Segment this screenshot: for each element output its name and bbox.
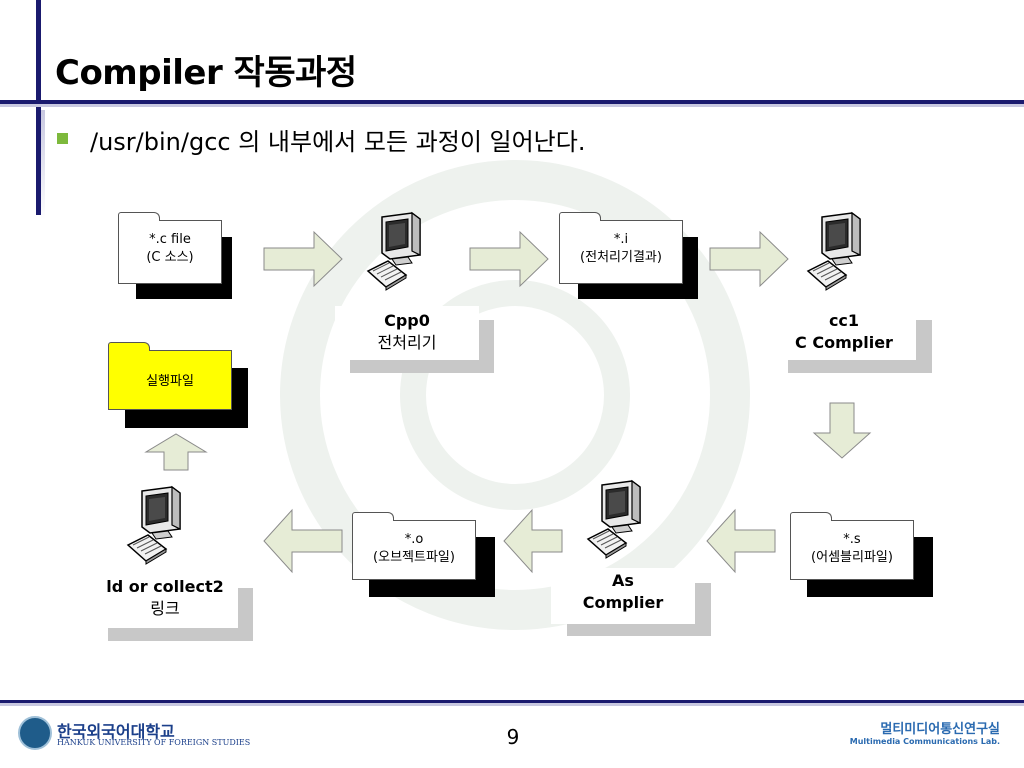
as-name: As xyxy=(612,571,634,590)
exe-file-label: 실행파일 xyxy=(146,374,194,389)
as-label: As Complier xyxy=(551,568,695,624)
o-file-sublabel: (오브젝트파일) xyxy=(373,550,455,565)
folder-tab xyxy=(790,512,832,521)
i-file-card: *.i (전처리기결과) xyxy=(559,212,683,284)
slide-title: Compiler 작동과정 xyxy=(55,53,357,93)
o-file-label: *.o xyxy=(404,532,424,547)
cpp0-name: Cpp0 xyxy=(384,311,430,330)
lab-name-en: Multimedia Communications Lab. xyxy=(849,737,1000,746)
arrow-right-2 xyxy=(469,230,549,288)
bullet-marker xyxy=(57,133,68,144)
cpp0-desc: 전처리기 xyxy=(377,333,437,352)
s-file-card: *.s (어셈블리파일) xyxy=(790,512,914,580)
s-file-sublabel: (어셈블리파일) xyxy=(811,550,893,565)
c-file-label: *.c file xyxy=(149,232,191,247)
computer-icon-cc1 xyxy=(807,212,861,291)
cpp0-label: Cpp0 전처리기 xyxy=(335,306,479,360)
header-divider xyxy=(0,100,1024,104)
ld-label: ld or collect2 링크 xyxy=(92,574,238,628)
cc1-name: cc1 xyxy=(828,311,860,330)
arrow-left-3 xyxy=(263,508,343,574)
footer-divider xyxy=(0,700,1024,703)
ld-desc: 링크 xyxy=(150,599,180,618)
lab-name-kr: 멀티미디어통신연구실 xyxy=(880,722,1000,737)
university-logo-icon xyxy=(18,716,52,750)
university-name-en: HANKUK UNIVERSITY OF FOREIGN STUDIES xyxy=(57,738,251,747)
folder-tab xyxy=(108,342,150,351)
ld-name: ld or collect2 xyxy=(106,577,224,596)
folder-tab xyxy=(352,512,394,521)
arrow-left-1 xyxy=(706,508,776,574)
arrow-left-2 xyxy=(503,508,563,574)
bullet-text: /usr/bin/gcc 의 내부에서 모든 과정이 일어난다. xyxy=(90,128,586,156)
arrow-down xyxy=(812,402,872,459)
university-name-kr: 한국외국어대학교 xyxy=(57,722,175,741)
o-file-card: *.o (오브젝트파일) xyxy=(352,512,476,580)
exe-file-card: 실행파일 xyxy=(108,342,232,410)
c-file-card: *.c file (C 소스) xyxy=(118,212,222,284)
arrow-right-1 xyxy=(263,230,343,288)
s-file-label: *.s xyxy=(843,532,861,547)
footer-divider-light xyxy=(0,703,1024,706)
folder-tab xyxy=(559,212,601,221)
arrow-right-3 xyxy=(709,230,789,288)
header-vertical-bar-fade xyxy=(41,110,45,220)
arrow-up xyxy=(144,433,208,471)
c-file-sublabel: (C 소스) xyxy=(146,250,194,265)
header-vertical-bar xyxy=(36,0,41,215)
header-divider-light xyxy=(0,104,1024,107)
i-file-sublabel: (전처리기결과) xyxy=(580,250,662,265)
cc1-label: cc1 C Complier xyxy=(772,306,916,360)
computer-icon-cpp0 xyxy=(367,212,421,291)
page-number: 9 xyxy=(506,725,520,749)
cc1-desc: C Complier xyxy=(795,333,893,352)
i-file-label: *.i xyxy=(613,232,629,247)
folder-tab xyxy=(118,212,160,221)
computer-icon-ld xyxy=(127,486,181,565)
computer-icon-as xyxy=(587,480,641,559)
as-desc: Complier xyxy=(582,593,664,612)
